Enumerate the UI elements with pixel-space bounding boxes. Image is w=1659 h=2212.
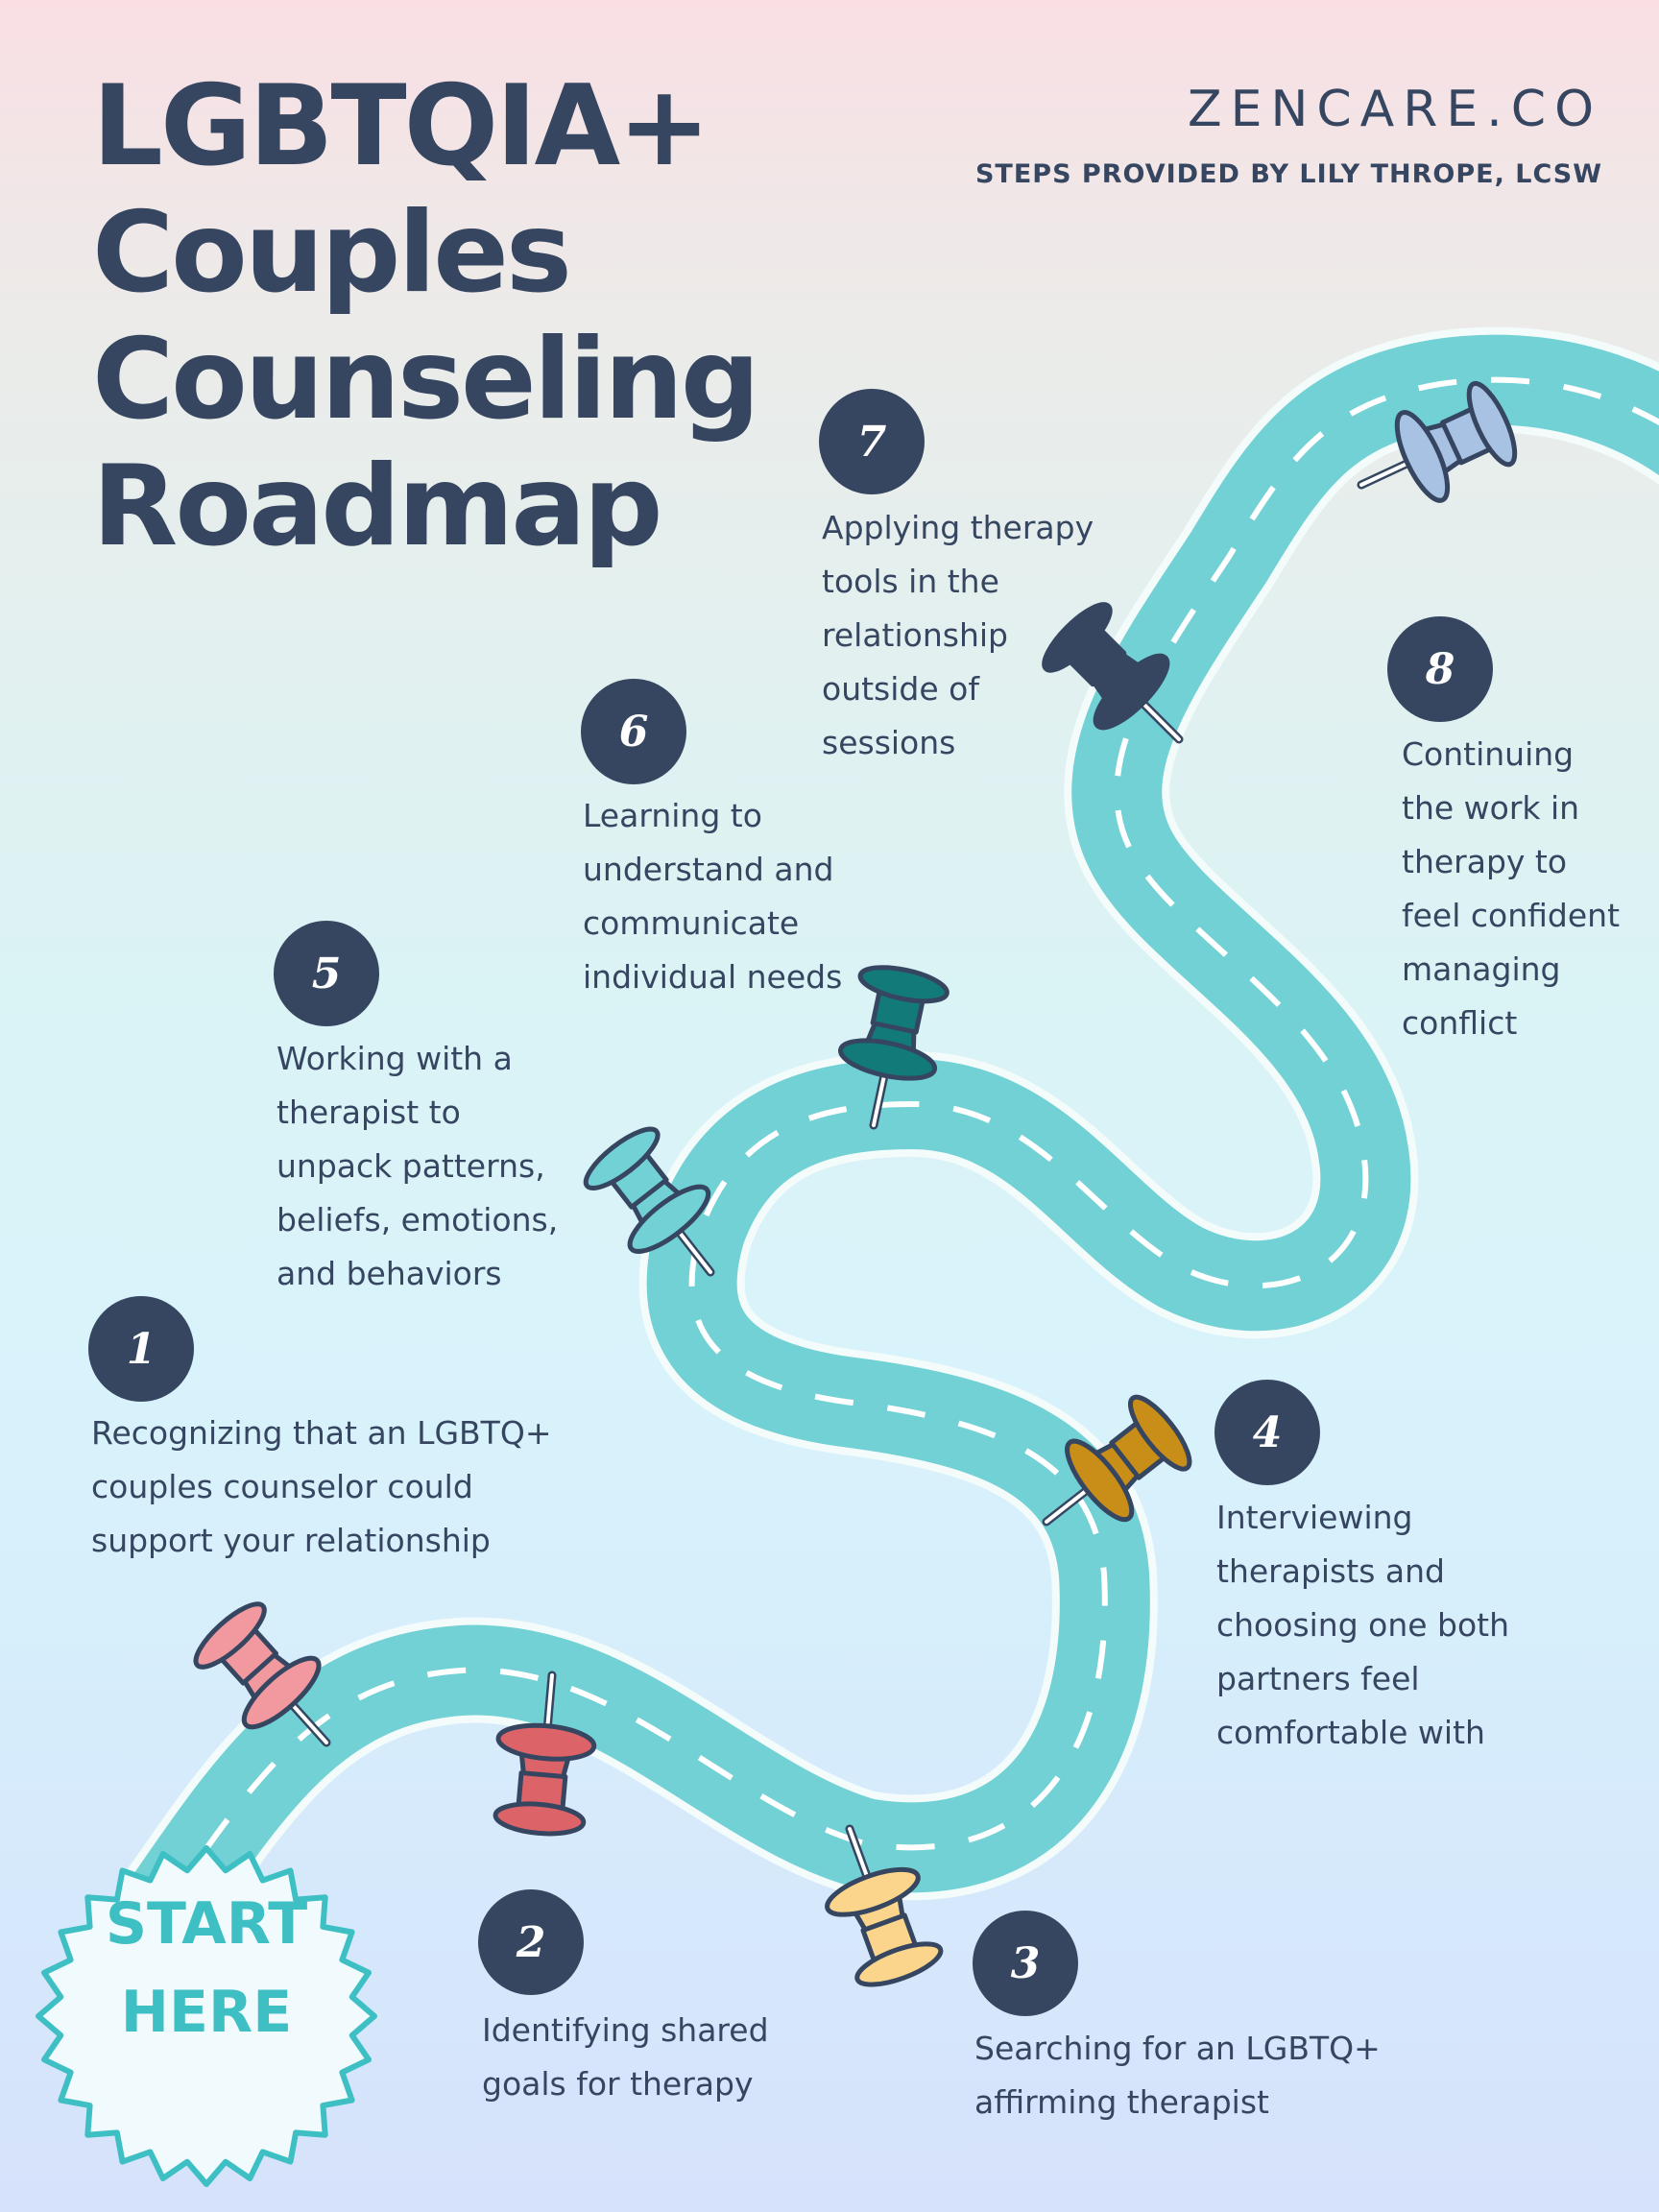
step-1-badge: 1 bbox=[88, 1296, 194, 1402]
pin-step-2-icon bbox=[493, 1671, 597, 1837]
step-3-badge: 3 bbox=[973, 1911, 1078, 2016]
title-line-4: Roadmap bbox=[92, 442, 663, 571]
start-badge-burst bbox=[36, 1845, 377, 2187]
credit-line: STEPS PROVIDED BY LILY THROPE, LCSW bbox=[974, 159, 1602, 189]
step-6-badge: 6 bbox=[581, 679, 686, 784]
step-3-text: Searching for an LGBTQ+ affirming therap… bbox=[974, 2030, 1381, 2121]
page-title: LGBTQIA+ Couples Counseling Roadmap bbox=[92, 61, 760, 571]
title-line-3: Counseling bbox=[92, 315, 760, 445]
step-2-badge: 2 bbox=[478, 1889, 584, 1995]
pin-step-6-icon bbox=[838, 965, 950, 1130]
start-label-line-1: START bbox=[105, 1890, 308, 1958]
pin-step-8-icon bbox=[1357, 380, 1518, 503]
step-5-text: Working with a therapist to unpack patte… bbox=[276, 1040, 559, 1292]
pin-step-4-icon bbox=[1042, 1394, 1192, 1527]
step-5-badge: 5 bbox=[274, 921, 379, 1026]
title-line-2: Couples bbox=[92, 188, 572, 318]
road-center-dashes bbox=[160, 376, 1659, 1912]
step-7-badge: 7 bbox=[819, 389, 925, 494]
title-line-1: LGBTQIA+ bbox=[92, 61, 710, 191]
step-6-text: Learning to understand and communicate i… bbox=[583, 797, 843, 996]
step-4-text: Interviewing therapists and choosing one… bbox=[1216, 1499, 1510, 1751]
step-1-text: Recognizing that an LGBTQ+ couples couns… bbox=[91, 1414, 552, 1559]
step-2-text: Identifying shared goals for therapy bbox=[482, 2011, 769, 2103]
start-label-line-2: HERE bbox=[120, 1979, 293, 2046]
brand-name[interactable]: ZENCARE.CO bbox=[1187, 81, 1602, 138]
step-8-badge: 8 bbox=[1387, 616, 1493, 722]
pin-step-3-icon bbox=[825, 1824, 944, 1987]
road bbox=[119, 326, 1659, 1941]
pin-step-1-icon bbox=[193, 1601, 331, 1747]
pin-step-5-icon bbox=[583, 1126, 715, 1277]
step-4-badge: 4 bbox=[1214, 1380, 1320, 1485]
start-here-label: START HERE bbox=[77, 1880, 336, 2056]
step-7-text: Applying therapy tools in the relationsh… bbox=[822, 509, 1094, 761]
pin-step-7-icon bbox=[1042, 602, 1184, 744]
step-8-text: Continuing the work in therapy to feel c… bbox=[1402, 735, 1621, 1042]
